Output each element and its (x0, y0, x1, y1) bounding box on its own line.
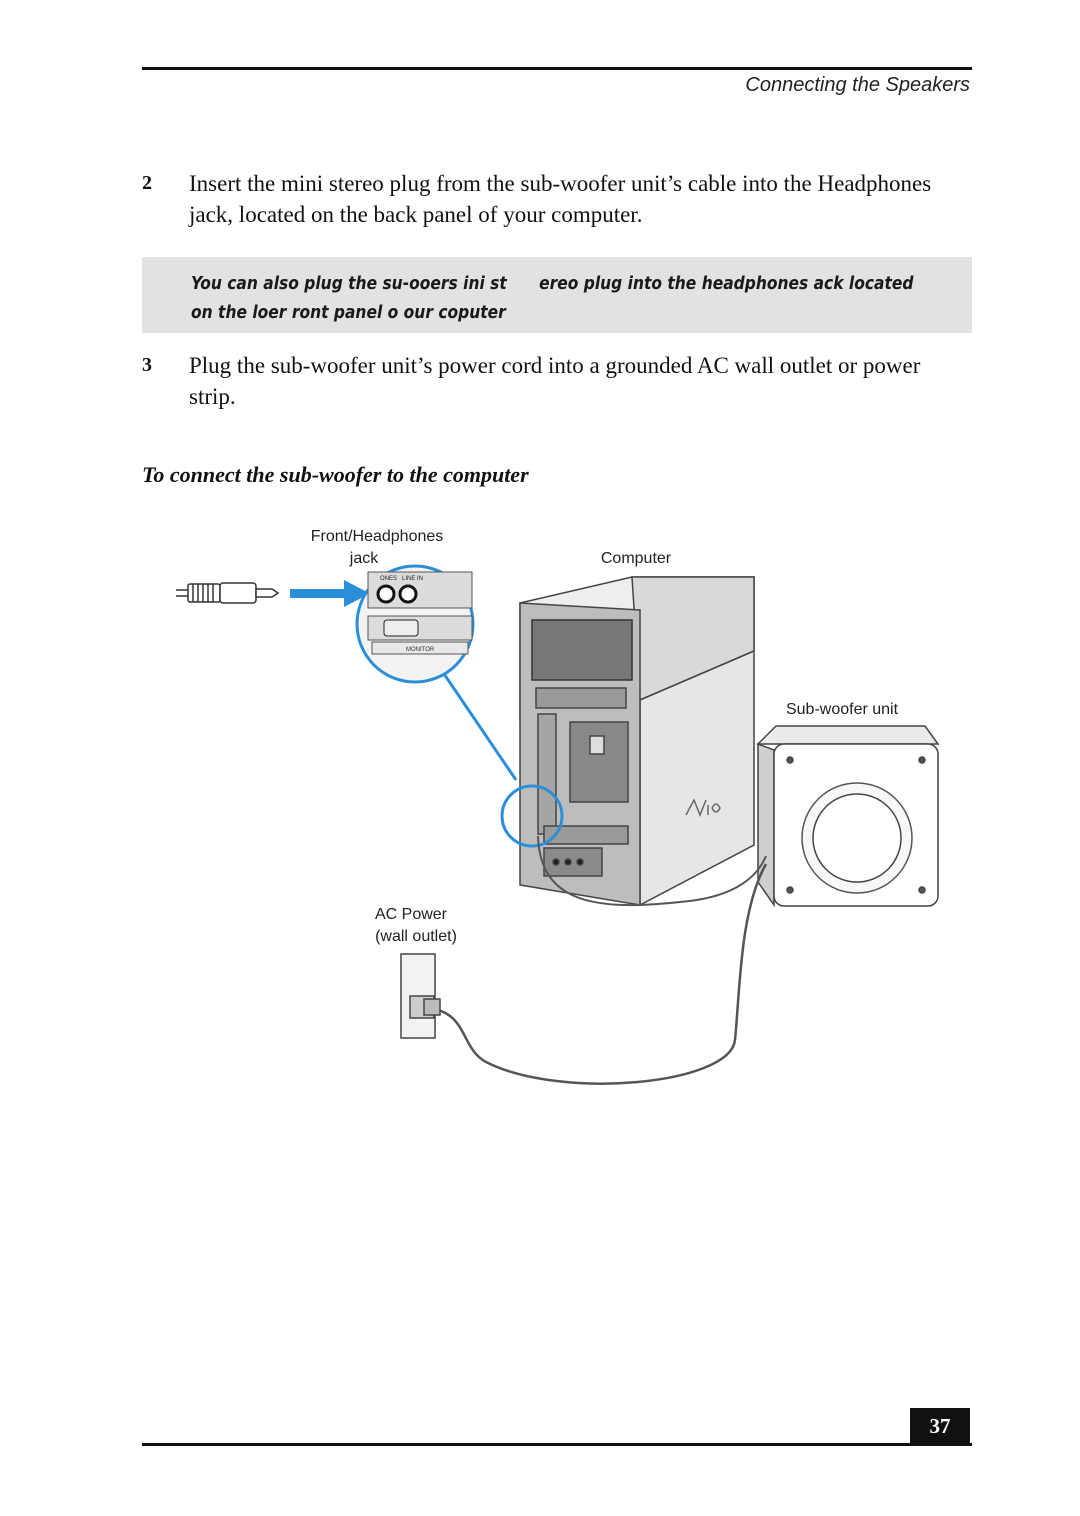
note-line-2: on the loer ront panel o our coputer (191, 302, 506, 323)
running-header: Connecting the Speakers (745, 74, 970, 96)
inset-label-headphones: ONES (380, 576, 397, 582)
stereo-plug-icon (176, 582, 280, 604)
label-subwoofer: Sub-woofer unit (786, 701, 899, 718)
label-jack: jack (349, 550, 379, 567)
inset-label-monitor: MONITOR (406, 647, 435, 653)
note-box: You can also plug the su-ooers ini st er… (142, 257, 972, 333)
label-wall-outlet: (wall outlet) (375, 928, 457, 945)
page-number: 37 (910, 1408, 970, 1446)
monitor-port (383, 619, 419, 637)
arrow-right-icon (290, 580, 370, 607)
label-front-headphones: Front/Headphones (311, 528, 444, 545)
headphones-jack (376, 584, 396, 604)
line-in-jack (398, 584, 418, 604)
inset-callout: ONES LINE IN MONITOR (355, 564, 564, 848)
step-number: 3 (142, 354, 152, 376)
label-computer: Computer (601, 550, 672, 567)
inset-label-line-in: LINE IN (402, 576, 423, 582)
step-text: Insert the mini stereo plug from the sub… (189, 171, 932, 227)
section-subheading: To connect the sub-woofer to the compute… (142, 462, 529, 487)
note-text: You can also plug the su-ooers ini st er… (191, 269, 913, 327)
connection-diagram: ONES LINE IN MONITOR Front/Hea (176, 528, 940, 1085)
header-rule (142, 67, 972, 70)
wall-outlet-icon (400, 953, 441, 1039)
jack-highlight (500, 784, 564, 848)
power-cord (427, 863, 768, 1085)
label-ac-power: AC Power (375, 906, 448, 923)
connection-figure: ONES LINE IN MONITOR Front/Hea (160, 520, 960, 1100)
step-number: 2 (142, 172, 152, 194)
audio-cable (537, 835, 767, 907)
step-text: Plug the sub-woofer unit’s power cord in… (189, 353, 921, 409)
subwoofer-unit (756, 725, 940, 908)
computer-tower (519, 576, 755, 907)
note-line-1: You can also plug the su-ooers ini st er… (191, 273, 914, 294)
footer-rule (142, 1443, 972, 1446)
